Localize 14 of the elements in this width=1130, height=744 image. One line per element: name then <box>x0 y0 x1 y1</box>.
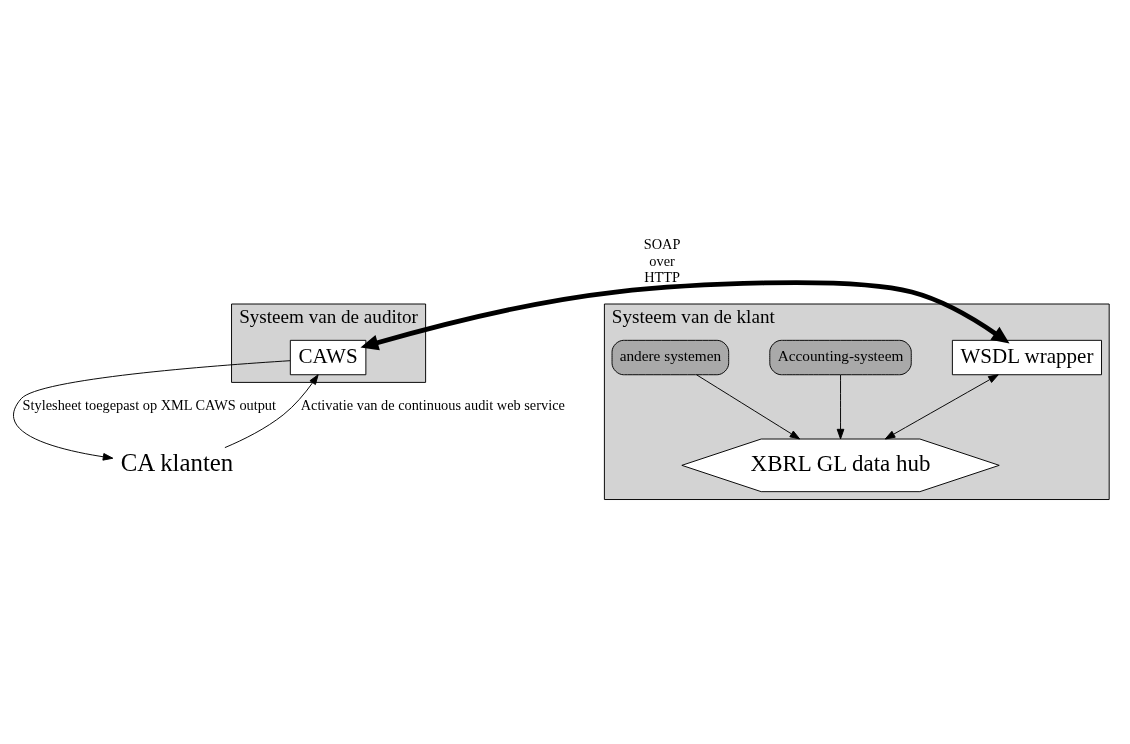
arrow <box>836 374 845 439</box>
edge-label: Stylesheet toegepast op XML CAWS output <box>22 396 277 413</box>
edge-label: SOAP over HTTP <box>643 235 681 285</box>
arrow <box>360 279 1010 350</box>
arrow <box>224 373 319 448</box>
node-box: andere systemen <box>611 339 730 375</box>
node-box: Accounting-systeem <box>769 339 912 375</box>
edge-label: Activatie van de continuous audit web service <box>300 396 565 413</box>
arrow <box>13 359 291 461</box>
arrow <box>696 373 801 439</box>
node-box: WSDL wrapper <box>951 339 1102 375</box>
arrow <box>884 373 999 439</box>
node-box: CAWS <box>289 339 367 375</box>
node-text: CA klanten <box>120 448 234 476</box>
